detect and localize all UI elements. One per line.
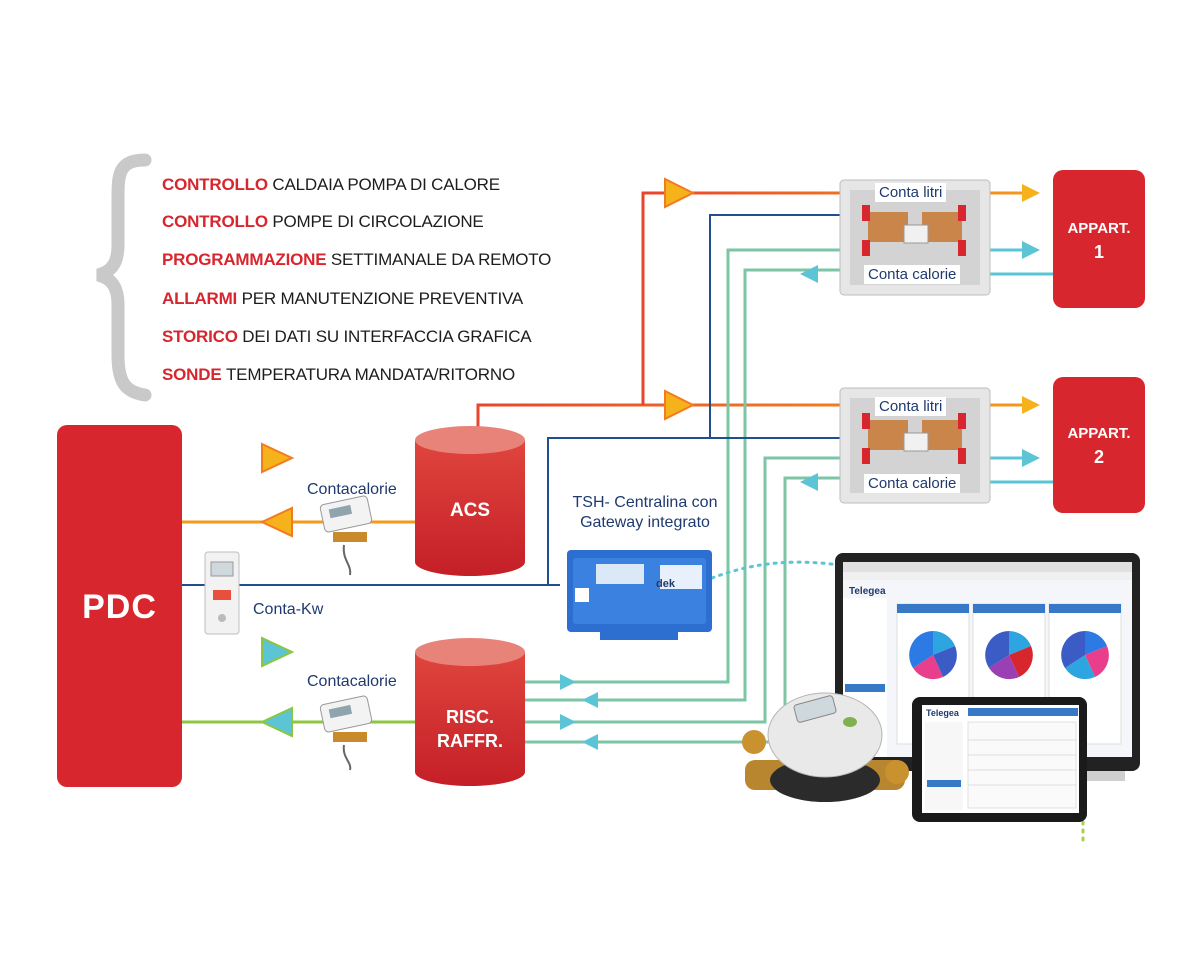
appartment-2-number: 2 [1093, 447, 1104, 467]
feature-item-1: CONTROLLO CALDAIA POMPA DI CALORE [162, 175, 500, 195]
flow-arrow [664, 177, 696, 209]
contacalorie-label-top: Contacalorie [307, 481, 397, 498]
feature-text: CALDAIA POMPA DI CALORE [272, 175, 500, 194]
flow-arrow [582, 692, 598, 708]
gateway-brand: dek [656, 578, 675, 590]
appartment-2-label: APPART. [1067, 425, 1131, 442]
flow-arrow [560, 714, 576, 730]
feature-keyword: CONTROLLO [162, 212, 268, 231]
appartment-2-block: APPART. 2 [1053, 377, 1145, 513]
appartment-1-number: 1 [1093, 242, 1104, 262]
acs-tank [415, 426, 525, 576]
contacalorie-label-bottom: Contacalorie [307, 673, 397, 690]
feature-text: SETTIMANALE DA REMOTO [330, 250, 552, 269]
conta-kw-label: Conta-Kw [253, 601, 324, 618]
risc-tank [415, 638, 525, 786]
conta-litri-label-1: Conta litri [875, 183, 947, 202]
feature-keyword: PROGRAMMAZIONE [162, 250, 327, 269]
conta-kw-meter [204, 551, 240, 635]
feature-keyword: STORICO [162, 327, 238, 346]
tsh-label-line2: Gateway integrato [580, 514, 710, 531]
appartment-1-block: APPART. 1 [1053, 170, 1145, 308]
conta-calorie-label-1: Conta calorie [864, 265, 961, 284]
feature-item-2: CONTROLLO POMPE DI CIRCOLAZIONE [162, 212, 484, 232]
pdc-label: PDC [82, 588, 157, 626]
feature-text: DEI DATI SU INTERFACCIA GRAFICA [242, 327, 532, 346]
feature-brace [96, 153, 152, 402]
feature-keyword: CONTROLLO [162, 175, 268, 194]
water-meter [742, 692, 909, 802]
feature-item-6: SONDE TEMPERATURA MANDATA/RITORNO [162, 365, 515, 385]
feature-text: PER MANUTENZIONE PREVENTIVA [241, 289, 524, 308]
flow-arrow [261, 442, 295, 474]
tsh-label-line1: TSH- Centralina con [572, 494, 718, 511]
feature-item-3: PROGRAMMAZIONE SETTIMANALE DA REMOTO [162, 250, 551, 270]
feature-text: POMPE DI CIRCOLAZIONE [272, 212, 484, 231]
flow-arrow [1022, 396, 1040, 414]
feature-item-4: ALLARMI PER MANUTENZIONE PREVENTIVA [162, 289, 523, 309]
flow-arrow [259, 706, 293, 738]
tablet-app-logo: Telegea [926, 708, 959, 718]
flow-arrow [800, 265, 818, 283]
risc-label-line2: RAFFR. [437, 731, 503, 751]
flow-arrow [1022, 184, 1040, 202]
feature-keyword: ALLARMI [162, 289, 238, 308]
risc-label-line1: RISC. [445, 707, 494, 727]
gateway-device [567, 550, 712, 640]
flow-arrow [664, 389, 696, 421]
feature-item-5: STORICO DEI DATI SU INTERFACCIA GRAFICA [162, 327, 532, 347]
monitor-app-logo: Telegea [849, 586, 886, 597]
flow-arrow [259, 506, 293, 538]
feature-keyword: SONDE [162, 365, 222, 384]
flow-arrow [1022, 449, 1040, 467]
flow-arrow [800, 473, 818, 491]
flow-arrow [582, 734, 598, 750]
flow-arrow [1022, 241, 1040, 259]
flow-arrow [261, 636, 295, 668]
acs-label: ACS [449, 500, 491, 521]
conta-litri-label-2: Conta litri [875, 397, 947, 416]
contacalorie-device-bottom [319, 695, 373, 771]
tablet [912, 697, 1087, 822]
conta-calorie-label-2: Conta calorie [864, 474, 961, 493]
pdc-block: PDC [57, 425, 182, 787]
feature-text: TEMPERATURA MANDATA/RITORNO [226, 365, 515, 384]
flow-arrow [560, 674, 576, 690]
appartment-1-label: APPART. [1067, 220, 1131, 237]
contacalorie-device-top [319, 495, 373, 576]
